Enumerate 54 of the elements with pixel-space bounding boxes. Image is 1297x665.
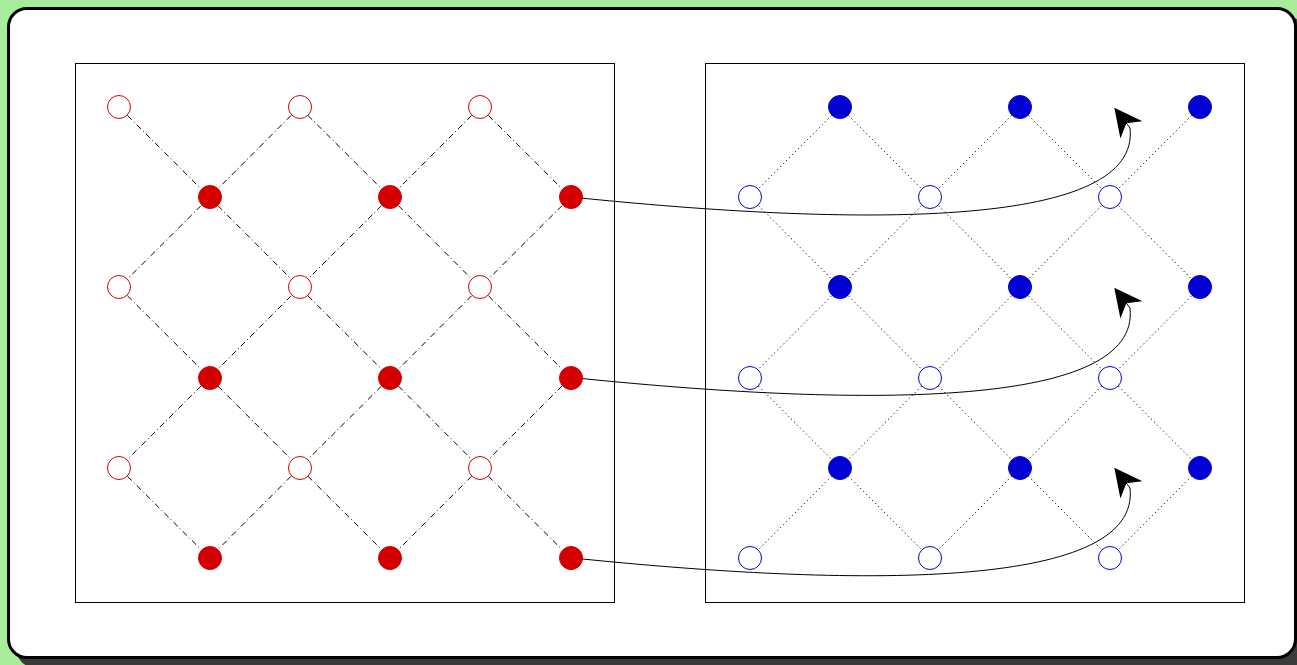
lattice-line [1028, 295, 1102, 370]
lattice-line [848, 115, 922, 190]
lattice-line [1118, 115, 1192, 190]
lattice-line [758, 295, 832, 370]
lattice-line [307, 205, 382, 280]
lattice-line [758, 115, 832, 190]
lattice-line [938, 205, 1012, 280]
lattice-line [1118, 205, 1192, 280]
panel-frame [705, 63, 1245, 603]
lattice-line [398, 385, 472, 460]
lattice-line [938, 295, 1012, 370]
lattice-line [127, 475, 202, 551]
lattice-line [488, 475, 563, 551]
panel-frame [75, 63, 615, 603]
lattice-line [938, 115, 1012, 190]
lattice-line [488, 295, 563, 370]
lattice-line [938, 475, 1012, 550]
curved-arrow [582, 107, 1143, 216]
lattice-line [1028, 115, 1102, 190]
lattice-line [127, 295, 202, 370]
lattice-line [848, 205, 922, 280]
lattice-line [307, 475, 382, 551]
lattice-line [307, 295, 382, 370]
lattice-line [398, 205, 472, 280]
lattice-line [488, 385, 563, 460]
lattice-line [307, 385, 382, 460]
lattice-line [307, 114, 382, 190]
curved-arrow [582, 467, 1143, 577]
lattice-line [488, 114, 563, 190]
curved-arrow [582, 287, 1143, 396]
lattice-line [398, 475, 472, 550]
lattice-line [938, 385, 1012, 460]
lattice-line [848, 385, 922, 460]
lattice-line [127, 205, 202, 280]
lattice-line [1118, 385, 1192, 460]
lattice-line [758, 475, 832, 550]
lattice-line [217, 115, 292, 190]
lattice-line [127, 385, 202, 460]
lattice-line [398, 115, 472, 190]
lattice-line [848, 475, 922, 550]
lattice-line [848, 295, 922, 370]
lattice-line [1028, 475, 1102, 550]
lattice-line [1118, 475, 1192, 550]
lattice-line [217, 385, 292, 460]
lattice-line [1118, 295, 1192, 370]
lattice-line [1028, 205, 1102, 280]
lattice-line [217, 205, 292, 280]
lattice-line [217, 475, 292, 550]
lattice-line [758, 385, 832, 460]
lattice-line [488, 205, 563, 280]
lattice-line [1028, 385, 1102, 460]
lattice-line [758, 205, 832, 280]
lattice-line [398, 295, 472, 370]
lattice-line [127, 114, 202, 190]
